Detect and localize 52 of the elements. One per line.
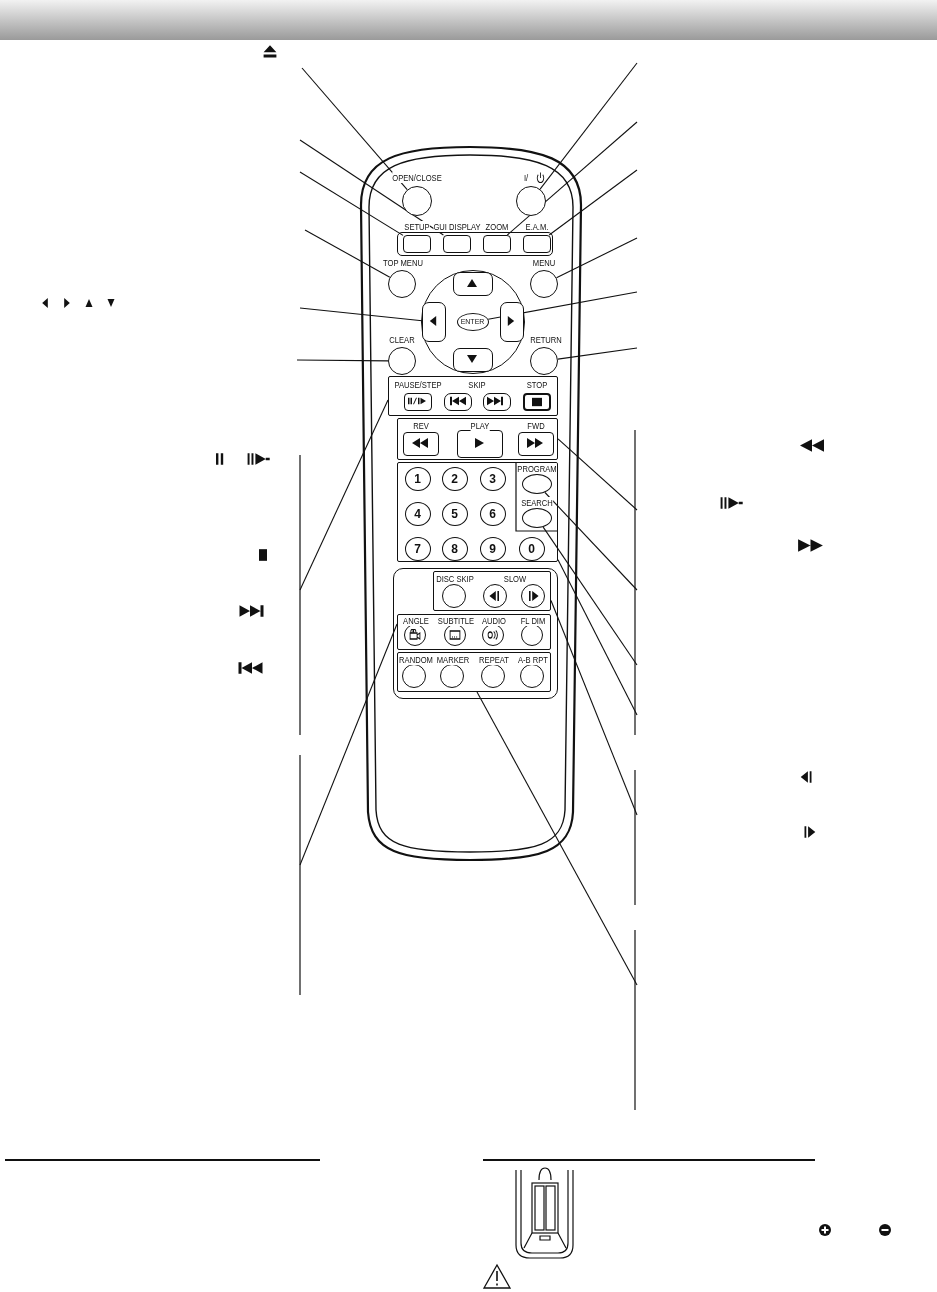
- button-label: STOP: [526, 379, 548, 390]
- direction-pad: [421, 270, 525, 374]
- leader-line: [506, 121, 638, 236]
- leader-line: [299, 171, 404, 236]
- leader-line: [539, 62, 638, 190]
- leader-line: [544, 491, 638, 591]
- button-label: MENU: [532, 257, 556, 268]
- button-label: REV: [413, 420, 429, 431]
- button-label: OPEN/CLOSE: [392, 172, 442, 183]
- leader-line: [299, 307, 423, 322]
- button-label: PROGRAM: [517, 463, 557, 474]
- leader-line: [304, 229, 391, 278]
- leader-line: [299, 139, 444, 236]
- leader-line: [557, 438, 638, 511]
- button-label: PLAY: [470, 420, 490, 431]
- button-label: MARKER: [436, 654, 470, 665]
- leader-line: [296, 359, 389, 362]
- button-label: SUBTITLE: [437, 615, 475, 626]
- leader-line: [476, 691, 638, 986]
- button-label: I/: [523, 172, 529, 183]
- button-label: SEARCH: [521, 497, 553, 508]
- button-label: AUDIO: [481, 615, 507, 626]
- button-label: TOP MENU: [383, 257, 423, 268]
- leader-line: [299, 623, 398, 866]
- button-panel: [397, 232, 553, 256]
- button-label: FL DIM: [520, 615, 546, 626]
- button-label: REPEAT: [479, 654, 509, 665]
- button-label: FWD: [527, 420, 545, 431]
- button-label: SLOW: [503, 573, 527, 584]
- remote-key: [452, 271, 493, 296]
- button-label: GUI DISPLAY: [433, 221, 481, 232]
- button-label: A-B RPT: [518, 654, 548, 665]
- leader-line: [550, 599, 638, 816]
- button-label: CLEAR: [389, 334, 415, 345]
- button-label: SKIP: [468, 379, 486, 390]
- leader-line: [555, 237, 638, 279]
- button-panel: [397, 418, 558, 460]
- button-label: E.A.M.: [525, 221, 549, 232]
- leader-line: [542, 526, 638, 666]
- button-label: DISC SKIP: [436, 573, 474, 584]
- leader-line: [557, 559, 638, 716]
- remote-key: [421, 301, 446, 342]
- leader-line: [557, 347, 638, 360]
- button-label: SETUP: [404, 221, 430, 232]
- leader-line: [548, 169, 638, 236]
- leader-line: [301, 67, 408, 191]
- button-label: ANGLE: [403, 615, 429, 626]
- button-label: PAUSE/STEP: [394, 379, 442, 390]
- button-label: ZOOM: [485, 221, 509, 232]
- button-label: RANDOM: [399, 654, 433, 665]
- button-panel: [397, 462, 558, 562]
- button-label: RETURN: [530, 334, 562, 345]
